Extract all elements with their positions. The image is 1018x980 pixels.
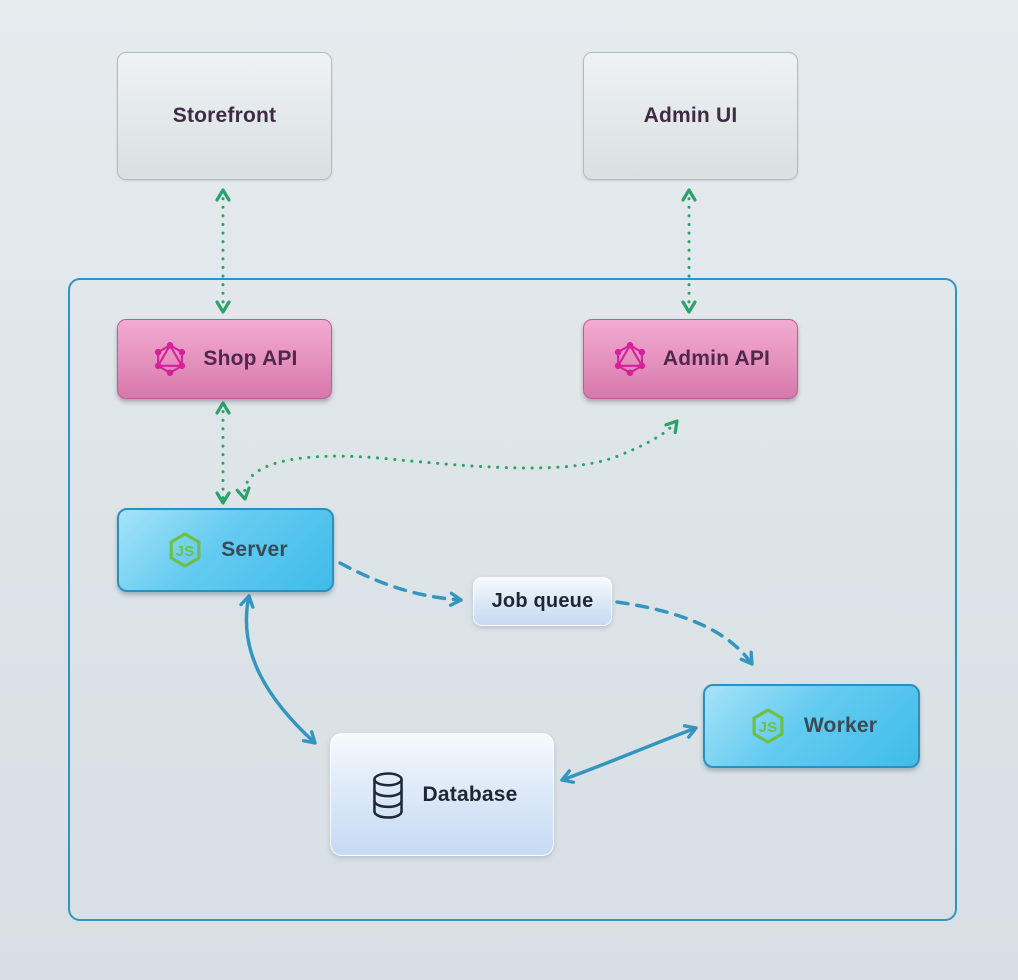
database-label: Database (422, 782, 518, 806)
node-database: Database (330, 733, 554, 856)
server-label: Server (221, 538, 288, 561)
nodejs-icon: JS (746, 704, 790, 748)
svg-text:JS: JS (759, 719, 778, 736)
svg-text:JS: JS (176, 543, 195, 560)
storefront-label: Storefront (172, 104, 277, 127)
job-queue-label: Job queue (491, 590, 594, 612)
node-worker: JS Worker (703, 684, 920, 768)
node-admin-api: Admin API (583, 319, 798, 399)
admin-api-label: Admin API (662, 347, 771, 370)
node-shop-api: Shop API (117, 319, 332, 399)
shop-api-label: Shop API (203, 347, 298, 370)
backend-container-box (68, 278, 957, 921)
nodejs-icon: JS (163, 528, 207, 572)
node-admin-ui: Admin UI (583, 52, 798, 180)
node-server: JS Server (117, 508, 334, 592)
graphql-icon (151, 340, 189, 378)
worker-label: Worker (803, 714, 878, 737)
graphql-icon (611, 340, 649, 378)
node-job-queue: Job queue (473, 577, 612, 626)
admin-ui-label: Admin UI (643, 104, 738, 127)
node-storefront: Storefront (117, 52, 332, 180)
database-icon (367, 770, 409, 820)
